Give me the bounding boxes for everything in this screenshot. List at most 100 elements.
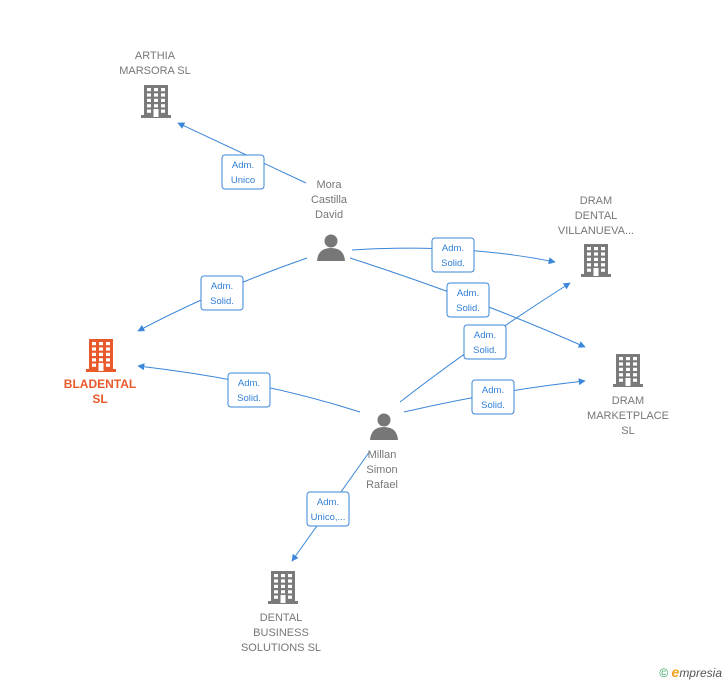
node-label-line: Simon	[366, 464, 397, 476]
building-window	[633, 357, 637, 361]
building-window	[154, 88, 158, 92]
edge-label-millan-to-bladental[interactable]: Adm.Solid.	[227, 372, 271, 408]
node-label-line: SL	[92, 392, 107, 406]
edge-label-text: Solid.	[456, 303, 480, 314]
building-window	[587, 268, 591, 272]
edge-label-text: Adm.	[232, 160, 254, 171]
building-window	[281, 584, 285, 588]
building-window	[288, 590, 292, 594]
node-label-line: Castilla	[311, 194, 348, 206]
person-head	[324, 234, 338, 248]
edge-label-text: Solid.	[441, 258, 465, 269]
building-window	[288, 579, 292, 583]
edge-label-text: Adm.	[211, 281, 233, 292]
empresia-watermark: © empresia	[659, 664, 722, 680]
building-window	[92, 363, 96, 367]
building-window	[161, 93, 165, 97]
building-window	[601, 247, 605, 251]
node-label-line: Mora	[316, 179, 342, 191]
building-window	[626, 367, 630, 371]
edge-label-mora-to-villanueva[interactable]: Adm.Solid.	[431, 237, 475, 273]
edge-label-box	[227, 372, 271, 408]
building-window	[281, 590, 285, 594]
building-window	[633, 367, 637, 371]
building-window	[633, 362, 637, 366]
edge-label-text: Adm.	[317, 497, 339, 508]
building-window	[92, 358, 96, 362]
node-label-line: BUSINESS	[253, 627, 309, 639]
edge-label-mora-to-marketplace[interactable]: Adm. Solid.	[446, 282, 490, 318]
building-window	[587, 252, 591, 256]
building-window	[154, 93, 158, 97]
building-window	[161, 104, 165, 108]
edge-label-text: Adm.	[457, 288, 479, 299]
building-window	[626, 373, 630, 377]
building-window	[147, 109, 151, 113]
node-label-line: DRAM	[580, 195, 612, 207]
building-door	[98, 363, 104, 371]
building-window	[619, 367, 623, 371]
building-window	[594, 247, 598, 251]
building-window	[147, 93, 151, 97]
building-window	[154, 104, 158, 108]
edge-label-box	[471, 379, 515, 415]
edge-label-text: Adm.	[482, 385, 504, 396]
edge-label-millan-to-dbs[interactable]: Adm.Unico,...	[306, 491, 350, 527]
edge-label-box	[446, 282, 490, 318]
edge-mora-to-arthia	[177, 122, 307, 184]
building-window	[601, 252, 605, 256]
edge-label-box	[306, 491, 350, 527]
building-window	[99, 342, 103, 346]
building-window	[601, 268, 605, 272]
copyright-symbol: ©	[659, 666, 669, 680]
building-window	[106, 347, 110, 351]
node-label-line: MARKETPLACE	[587, 410, 669, 422]
node-label-line: SOLUTIONS SL	[241, 642, 321, 654]
building-window	[106, 358, 110, 362]
person-icon	[370, 413, 398, 440]
building-icon	[613, 354, 643, 387]
building-door	[593, 268, 599, 276]
node-arthia[interactable]: ARTHIA MARSORA SL	[119, 50, 191, 118]
building-window	[594, 257, 598, 261]
building-window	[619, 378, 623, 382]
building-window	[147, 88, 151, 92]
building-window	[587, 247, 591, 251]
building-window	[619, 357, 623, 361]
building-window	[626, 357, 630, 361]
edge-label-text: Adm.	[238, 378, 260, 389]
edge-label-millan-to-marketplace[interactable]: Adm.Solid.	[471, 379, 515, 415]
edge-label-millan-to-villanueva[interactable]: Adm.Solid.	[463, 324, 507, 360]
building-icon	[268, 571, 298, 604]
edge-label-mora-to-bladental[interactable]: Adm.Solid.	[200, 275, 244, 311]
building-door	[280, 595, 286, 603]
building-icon	[86, 339, 116, 372]
edge-label-text: Unico	[231, 175, 255, 186]
edge-label-box	[431, 237, 475, 273]
building-window	[633, 378, 637, 382]
person-head	[377, 413, 391, 427]
building-window	[92, 352, 96, 356]
building-window	[106, 363, 110, 367]
person-icon	[317, 234, 345, 261]
edge-label-mora-to-arthia[interactable]: Adm. Unico	[221, 154, 265, 190]
building-window	[619, 362, 623, 366]
building-window	[594, 252, 598, 256]
node-label-line: ARTHIA	[135, 50, 176, 62]
edge-label-box	[463, 324, 507, 360]
building-door	[625, 378, 631, 386]
building-window	[274, 590, 278, 594]
brand-name: mpresia	[679, 666, 722, 680]
building-window	[106, 352, 110, 356]
node-villanueva[interactable]: DRAMDENTALVILLANUEVA...	[558, 195, 634, 277]
building-window	[147, 104, 151, 108]
building-window	[92, 342, 96, 346]
edge-label-text: Solid.	[473, 345, 497, 356]
node-label-line: MARSORA SL	[119, 65, 191, 77]
